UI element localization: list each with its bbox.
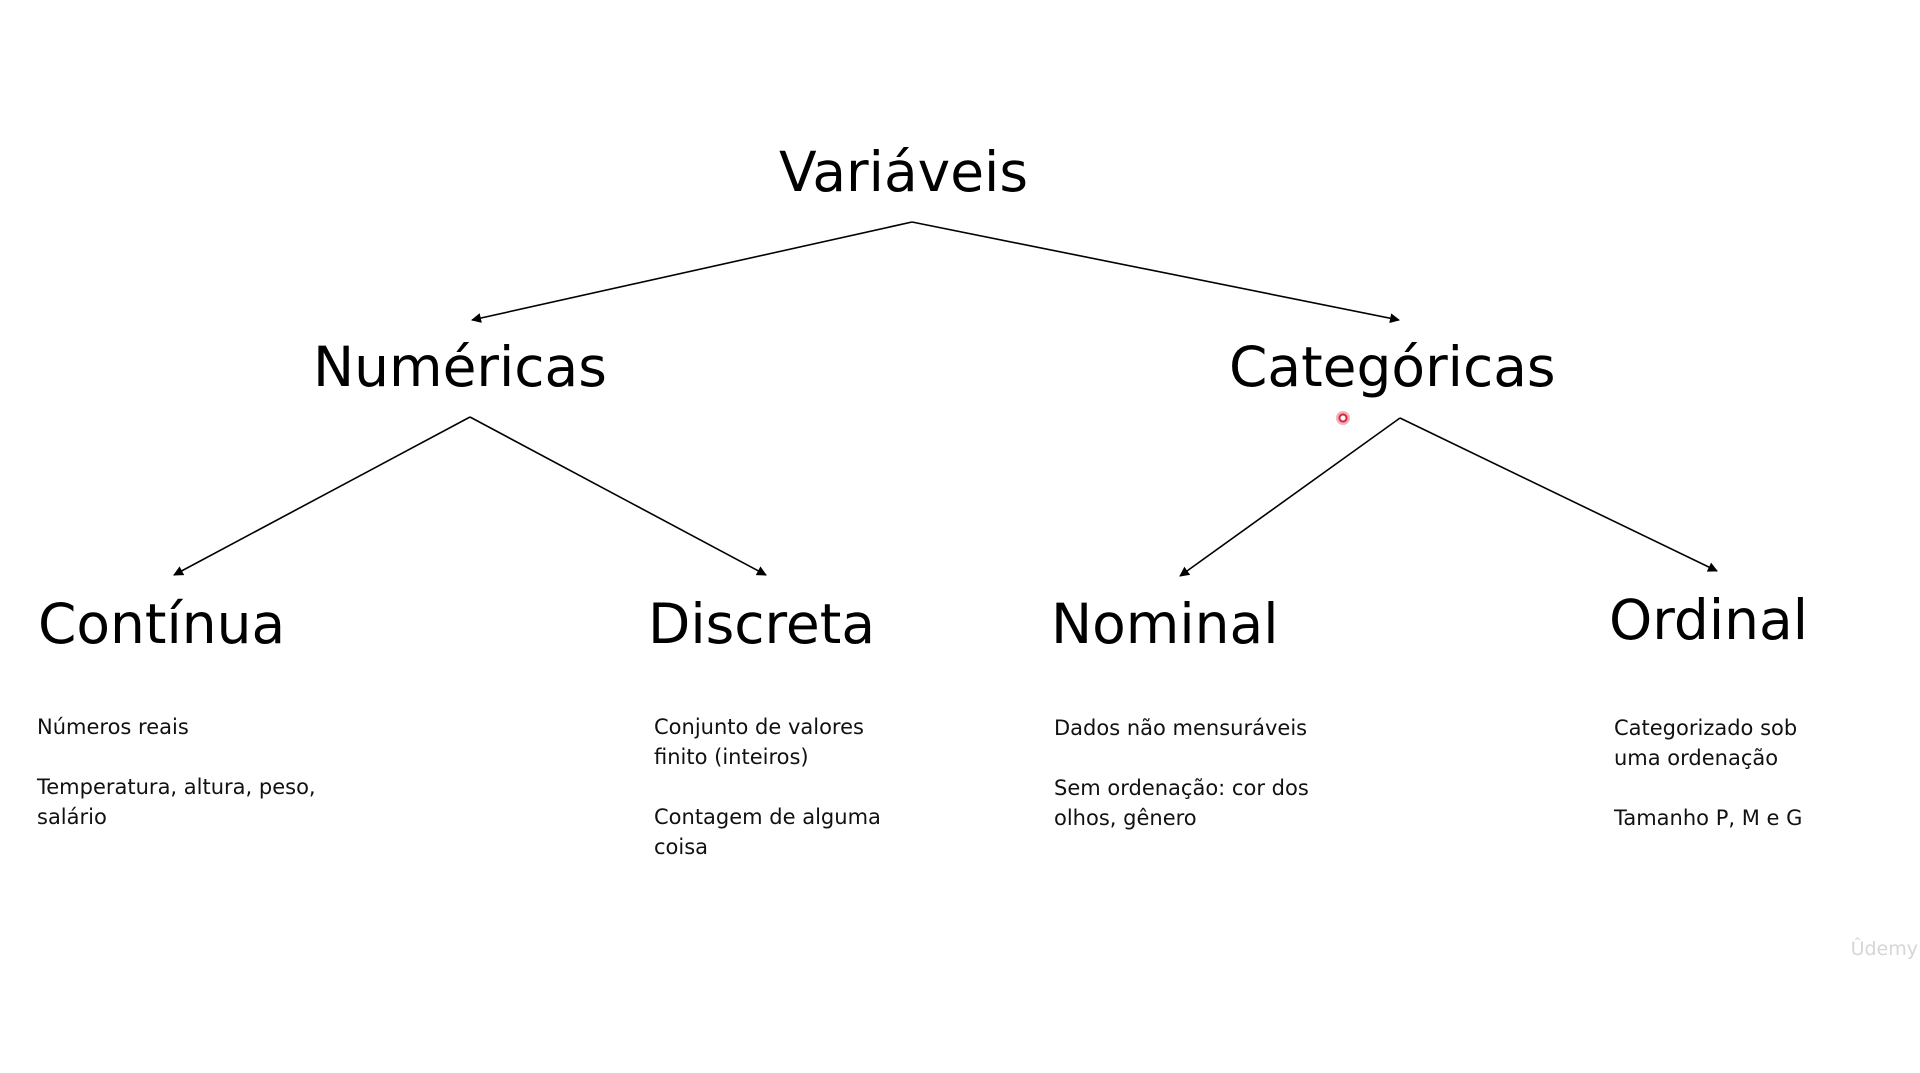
- node-continua: Contínua: [38, 592, 286, 656]
- discreta-description: Conjunto de valores finito (inteiros) Co…: [654, 712, 924, 862]
- continua-description: Números reais Temperatura, altura, peso,…: [37, 712, 357, 832]
- node-nominal: Nominal: [1051, 592, 1279, 656]
- ordinal-description: Categorizado sob uma ordenação Tamanho P…: [1614, 713, 1834, 833]
- pointer-cursor-icon: [1336, 411, 1350, 425]
- edge-categoricas-nominal: [1179, 417, 1401, 577]
- edge-categoricas-ordinal: [1399, 417, 1718, 572]
- continua-description-line: Temperatura, altura, peso, salário: [37, 775, 316, 829]
- node-categoricas: Categóricas: [1229, 335, 1556, 399]
- ordinal-description-line: Categorizado sob uma ordenação: [1614, 716, 1798, 770]
- node-numericas: Numéricas: [313, 335, 607, 399]
- node-discreta: Discreta: [648, 592, 876, 656]
- root-node-variaveis: Variáveis: [779, 140, 1028, 204]
- edge-numericas-discreta: [469, 416, 767, 576]
- discreta-description-line: Contagem de alguma coisa: [654, 805, 881, 859]
- ordinal-description-line: Tamanho P, M e G: [1614, 806, 1803, 830]
- continua-description-line: Números reais: [37, 715, 189, 739]
- edge-variaveis-numericas: [471, 221, 913, 323]
- edge-variaveis-categoricas: [911, 221, 1400, 324]
- nominal-description-line: Dados não mensuráveis: [1054, 716, 1308, 740]
- udemy-watermark: Ûdemy: [1850, 938, 1918, 960]
- edge-numericas-continua: [173, 416, 471, 576]
- node-ordinal: Ordinal: [1609, 588, 1808, 652]
- nominal-description-line: Sem ordenação: cor dos olhos, gênero: [1054, 776, 1309, 830]
- nominal-description: Dados não mensuráveis Sem ordenação: cor…: [1054, 713, 1354, 833]
- discreta-description-line: Conjunto de valores finito (inteiros): [654, 715, 864, 769]
